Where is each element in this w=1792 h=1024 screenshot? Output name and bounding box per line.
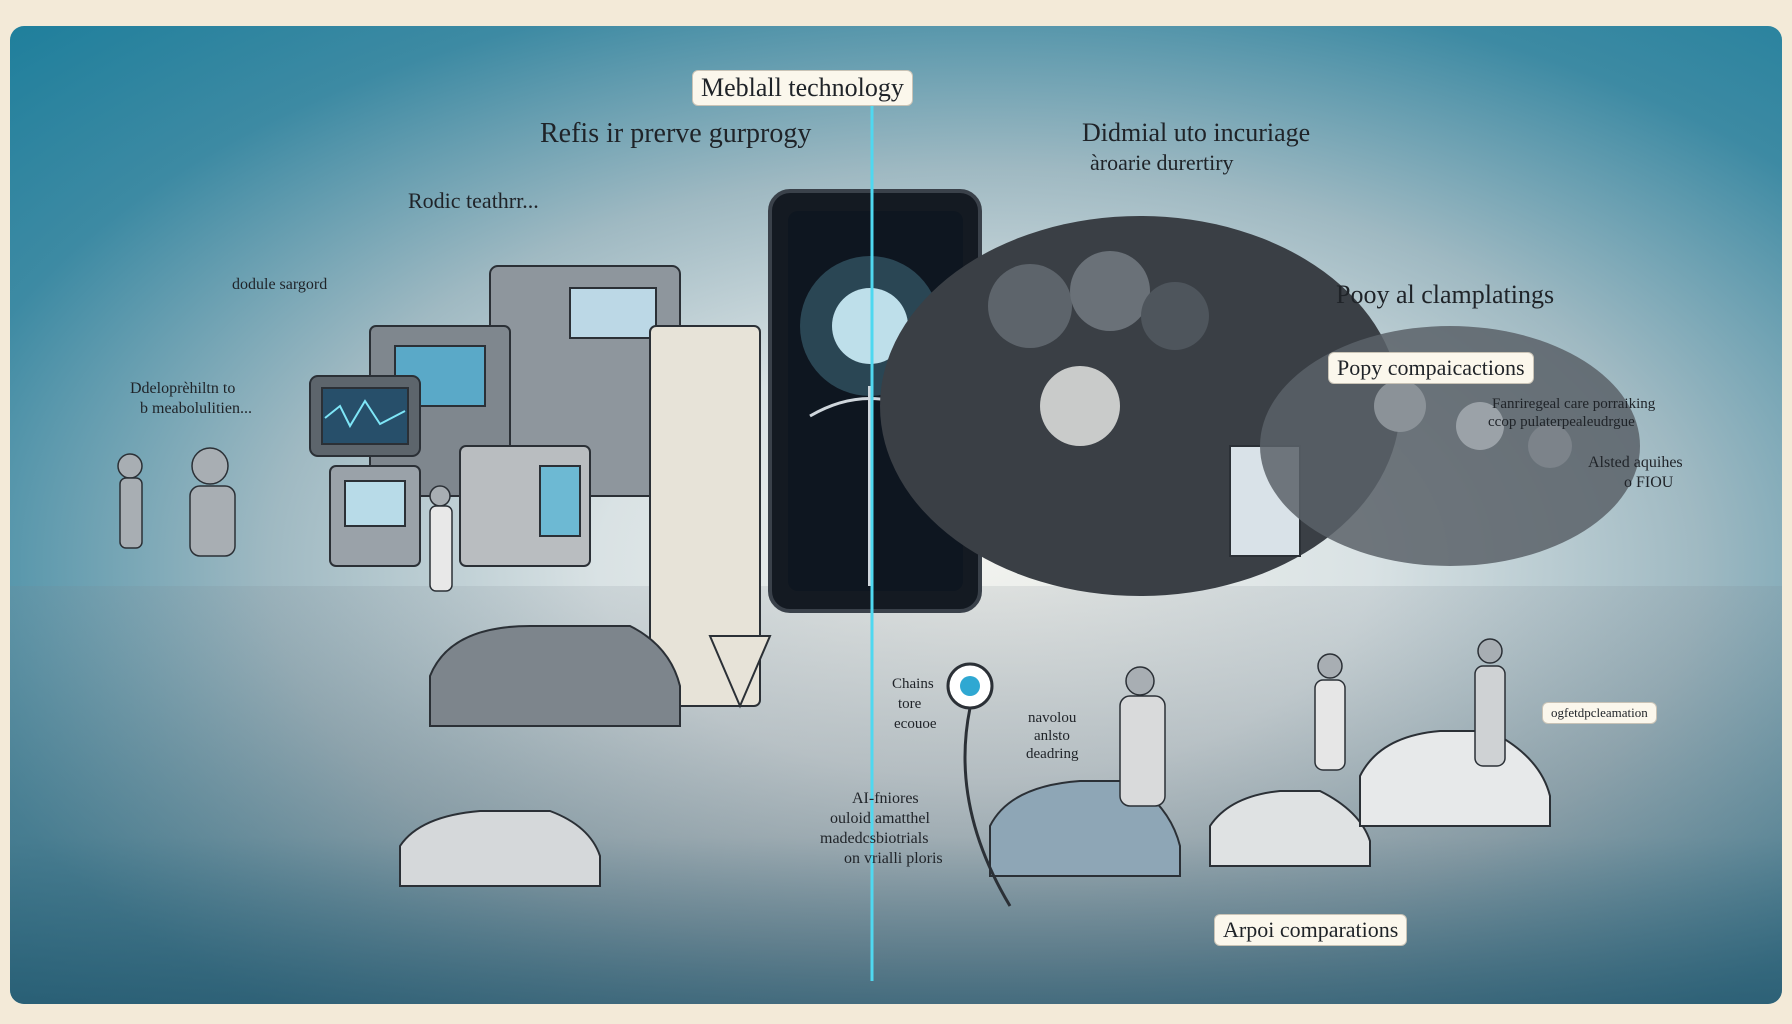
label-develop-2: b meabolulitien... <box>140 400 252 417</box>
label-apoi: Arpoi comparations <box>1214 914 1408 946</box>
label-medical-technology: Meblall technology <box>692 70 913 106</box>
people <box>117 447 1506 807</box>
label-popy: Popy compaicactions <box>1328 352 1534 384</box>
label-ai-2: ouloid amatthel <box>830 810 930 827</box>
label-refis: Refis ir prerve gurprogy <box>540 118 812 149</box>
label-ai: AI-fniores <box>852 790 919 807</box>
label-chains-3: ecouoe <box>894 716 937 732</box>
label-chains: Chains <box>892 676 934 692</box>
left-machinery <box>309 265 772 709</box>
label-didmial-2: àroarie durertiry <box>1090 150 1234 175</box>
stethoscope <box>946 662 1012 907</box>
right-robot-cluster <box>880 216 1640 596</box>
scene-background: Meblall technology Refis ir prerve gurpr… <box>10 26 1782 1004</box>
label-dodule: dodule sargord <box>232 276 328 293</box>
label-pooy: Pooy al clamplatings <box>1336 280 1555 309</box>
label-didmial: Didmial uto incuriage <box>1082 118 1311 147</box>
label-navolou-3: deadring <box>1026 746 1079 762</box>
label-develop: Ddeloprèhiltn to <box>130 380 236 397</box>
label-alsted: Alsted aquihes <box>1588 454 1683 471</box>
label-ai-4: on vrialli ploris <box>844 850 943 867</box>
scene-artwork <box>117 96 1640 981</box>
label-fanrie: Fanriregeal care porraiking <box>1492 396 1656 412</box>
label-chains-2: tore <box>898 696 922 712</box>
label-ogtop: ogfetdpcleamation <box>1542 702 1657 724</box>
label-ai-3: madedcsbiotrials <box>820 830 929 847</box>
label-navolou-2: anlsto <box>1034 728 1070 744</box>
label-alsted-2: o FIOU <box>1624 474 1674 491</box>
label-navolou: navolou <box>1028 710 1077 726</box>
label-fanrie-2: ccop pulaterpealeudrgue <box>1488 414 1635 430</box>
label-rodic: Rodic teathrr... <box>408 188 539 213</box>
